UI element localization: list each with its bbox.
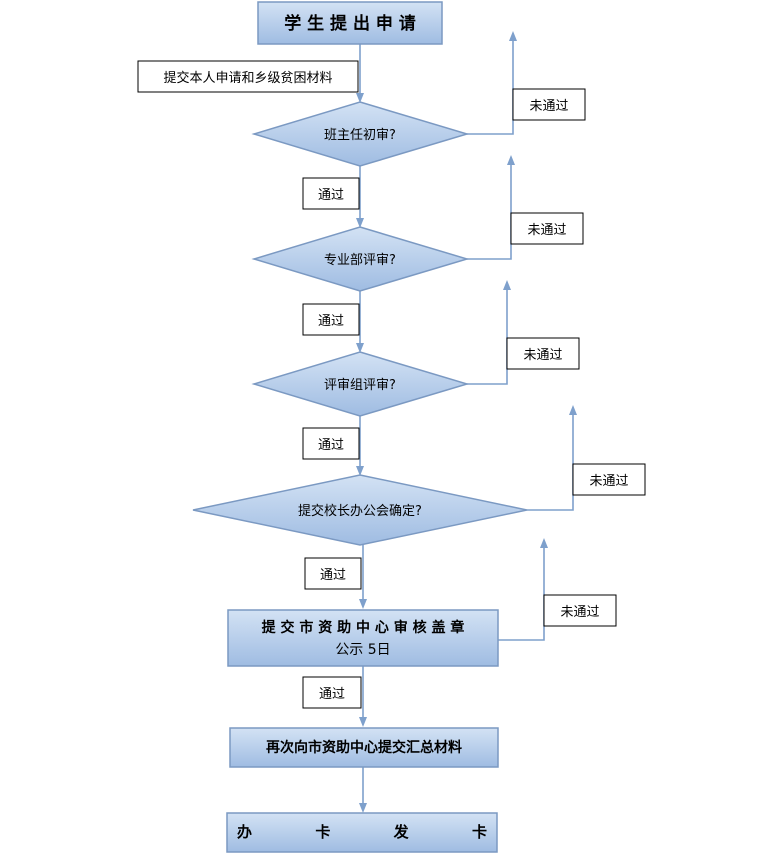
resubmit-summary-label: 再次向市资助中心提交汇总材料 — [266, 739, 462, 756]
pass-box-2 — [302, 303, 360, 336]
pass-box-3 — [302, 427, 360, 460]
decision-department-label: 专业部评审? — [324, 253, 396, 268]
decision-homeroom-review — [251, 101, 470, 167]
fail-box-3 — [506, 337, 580, 370]
decision-homeroom-label: 班主任初审? — [324, 128, 396, 143]
fail-box-5 — [543, 594, 617, 627]
start-box — [257, 1, 443, 45]
pass-box-1 — [302, 177, 360, 210]
resubmit-summary-box — [229, 727, 499, 768]
fail-box-2 — [510, 212, 584, 245]
main-connectors — [356, 44, 367, 813]
decision-panel-label: 评审组评审? — [324, 378, 396, 393]
decision-principal-label: 提交校长办公会确定? — [298, 503, 422, 519]
submit-note-box — [137, 60, 359, 93]
pass-label-5: 通过 — [319, 687, 345, 702]
decision-panel-review — [251, 351, 470, 417]
city-center-review-line1: 提 交 市 资 助 中 心 审 核 盖 章 — [262, 619, 465, 636]
city-center-review-line2: 公示 5日 — [335, 642, 390, 658]
fail-label-1: 未通过 — [529, 99, 568, 114]
fail-label-2: 未通过 — [527, 223, 566, 238]
fail-label-4: 未通过 — [589, 474, 628, 489]
reject-connectors — [467, 31, 577, 641]
submit-note-label: 提交本人申请和乡级贫困材料 — [163, 70, 332, 86]
fail-label-3: 未通过 — [523, 348, 562, 363]
pass-box-5 — [302, 676, 362, 709]
decision-principal-office — [192, 474, 528, 546]
pass-box-4 — [304, 557, 362, 590]
start-box-label: 学 生 提 出 申 请 — [284, 13, 416, 34]
fail-box-1 — [512, 88, 586, 121]
pass-label-3: 通过 — [318, 438, 344, 453]
fail-label-5: 未通过 — [560, 605, 599, 620]
pass-label-2: 通过 — [318, 314, 344, 329]
pass-label-1: 通过 — [318, 188, 344, 203]
pass-label-4: 通过 — [320, 568, 346, 583]
city-center-review-box — [227, 609, 499, 667]
card-issuance-box — [226, 812, 498, 853]
decision-department-review — [251, 226, 470, 292]
fail-box-4 — [572, 463, 646, 496]
